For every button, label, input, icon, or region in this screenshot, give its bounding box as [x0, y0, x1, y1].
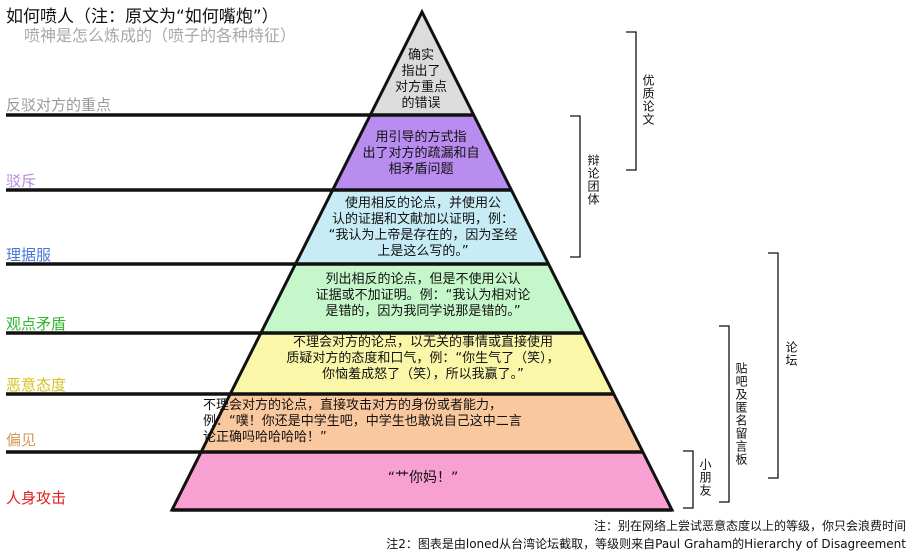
tier-text-1: 用引导的方式指 出了对方的疏漏和自 相矛盾问题: [362, 130, 480, 177]
bracket-label-0: 优质论文: [641, 74, 655, 126]
page-subtitle: 喷神是怎么炼成的（喷子的各种特征）: [24, 26, 297, 45]
tier-text-2: 使用相反的论点，并使用公 认的证据和文献加以证明，例： “我认为上帝是存在的，因…: [328, 196, 518, 259]
footnote-1: 注：别在网络上尝试恶意态度以上的等级，你只会浪费时间: [593, 519, 906, 533]
bracket-label-4: 小朋友: [698, 458, 712, 497]
level-label-0: 反驳对方的重点: [6, 96, 112, 114]
level-label-6: 人身攻击: [6, 489, 67, 507]
bracket-4: [683, 450, 694, 509]
bracket-0: [626, 31, 637, 171]
page-title: 如何喷人（注：原文为“如何嘴炮”）: [6, 7, 279, 27]
pyramid-tier-1: [332, 115, 512, 190]
bracket-2: [768, 252, 779, 479]
level-label-2: 理据服: [6, 246, 52, 264]
bracket-label-2: 论坛: [784, 341, 798, 367]
tier-text-6: “艹你妈！”: [387, 470, 459, 486]
level-label-3: 观点矛盾: [6, 315, 67, 333]
bracket-3: [719, 325, 730, 503]
tier-text-0: 确实 指出了 对方重点 的错误: [394, 48, 447, 111]
pyramid-tier-0: [370, 12, 474, 115]
pyramid-tier-6: [172, 452, 672, 510]
tier-text-3: 列出相反的论点，但是不使用公认 证据或不加证明。例：“我认为相对论 是错的，因为…: [315, 272, 531, 319]
pyramid-tier-5: [201, 394, 643, 452]
pyramid-tier-3: [260, 264, 584, 333]
level-label-4: 恶意态度: [6, 376, 67, 394]
level-label-1: 驳斥: [6, 172, 37, 190]
pyramid-tier-2: [295, 190, 549, 264]
bracket-label-3: 贴吧及匿名留言板: [734, 362, 748, 466]
tier-text-4: 不理会对方的论点，以无关的事情或直接使用 质疑对方的态度和口气，例：“你生气了（…: [286, 335, 560, 382]
level-label-5: 偏见: [6, 431, 37, 449]
bracket-label-1: 辩论团体: [586, 154, 600, 206]
bracket-1: [570, 115, 581, 258]
footnote-2: 注2：图表是由loned从台湾论坛截取，等级则来自Paul Graham的Hie…: [386, 537, 906, 551]
tier-text-5: 不理会对方的论点，直接攻击对方的身份或者能力， 例：“噗！你还是中学生吧，中学生…: [203, 398, 522, 445]
pyramid-tier-4: [230, 333, 614, 394]
